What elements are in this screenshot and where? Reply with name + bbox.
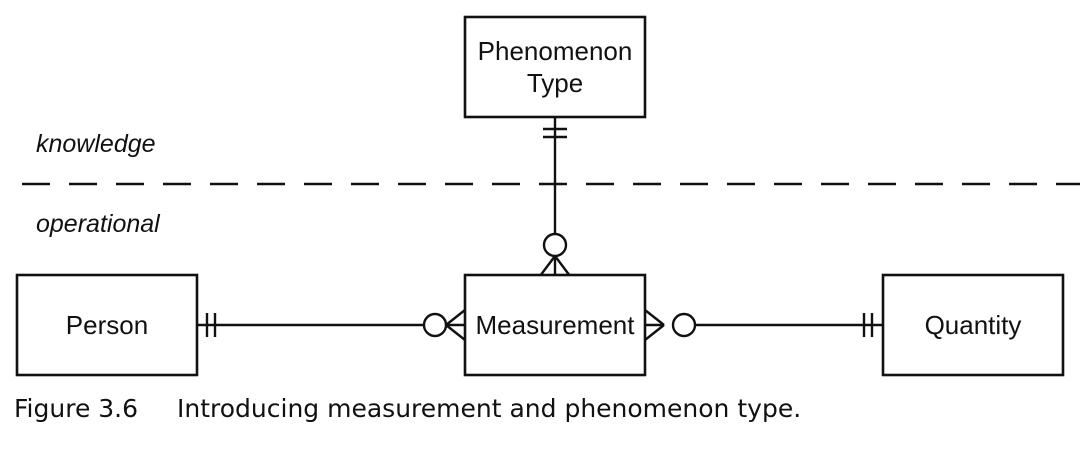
entity-label-phenomenon: Phenomenon bbox=[478, 36, 633, 66]
entity-box-phenomenon-type bbox=[463, 15, 647, 119]
er-diagram: knowledge operational Phenomenon Type Pe… bbox=[15, 15, 1080, 377]
entity-quantity: Quantity bbox=[881, 273, 1065, 377]
entity-label-person: Person bbox=[66, 310, 148, 340]
layer-label-knowledge: knowledge bbox=[36, 130, 156, 158]
crowfoot-left-top bbox=[445, 309, 466, 326]
figure-caption: Figure 3.6 Introducing measurement and ph… bbox=[14, 394, 801, 423]
crowfoot-left-bottom bbox=[445, 324, 466, 341]
entity-label-type: Type bbox=[527, 68, 583, 98]
entity-label-quantity: Quantity bbox=[925, 310, 1022, 340]
entity-box-measurement bbox=[463, 273, 647, 377]
crowfoot-top-left bbox=[539, 255, 556, 277]
figure-caption-text: Introducing measurement and phenomenon t… bbox=[177, 394, 802, 423]
crowfoot-right-bottom bbox=[644, 324, 665, 341]
crowfoot-right-top bbox=[644, 309, 665, 326]
optional-circle-left bbox=[422, 312, 448, 338]
entity-measurement: Measurement bbox=[463, 273, 647, 377]
optional-circle-right bbox=[671, 312, 697, 338]
layer-label-operational: operational bbox=[36, 210, 161, 238]
crowfoot-top-right bbox=[554, 255, 571, 277]
entity-person: Person bbox=[15, 273, 199, 377]
entity-label-measurement: Measurement bbox=[476, 310, 636, 340]
entity-phenomenon-type: Phenomenon Type bbox=[463, 15, 647, 119]
entity-box-quantity bbox=[881, 273, 1065, 377]
optional-circle-top bbox=[542, 232, 568, 258]
figure-number: Figure 3.6 bbox=[14, 394, 139, 423]
entity-box-person bbox=[15, 273, 199, 377]
